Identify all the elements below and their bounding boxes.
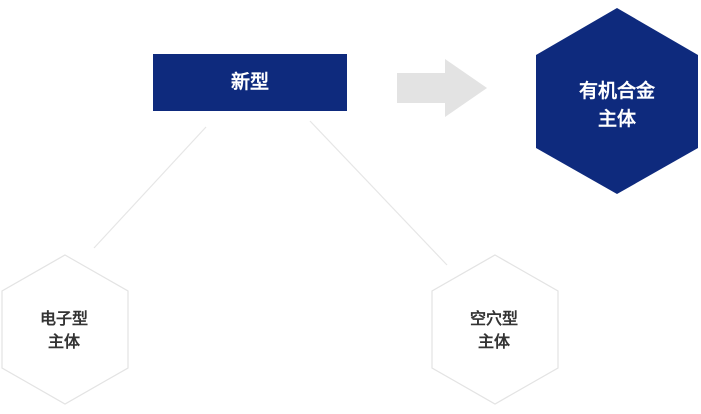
top-box-text: 新型 <box>230 70 269 93</box>
top-box-label: 新型 <box>153 54 347 111</box>
result-hexagon-label: 有机合金 主体 <box>545 66 689 146</box>
right-hexagon-line2: 主体 <box>477 332 510 351</box>
arrow-right-icon <box>397 59 487 117</box>
right-hexagon-label: 空穴型 主体 <box>434 300 554 360</box>
right-hexagon-line1: 空穴型 <box>469 308 518 328</box>
left-hexagon-label: 电子型 主体 <box>4 300 124 360</box>
top-box <box>153 54 347 111</box>
result-hexagon-line1: 有机合金 <box>578 80 655 103</box>
left-hexagon-line1: 电子型 <box>39 308 88 328</box>
result-hexagon <box>536 8 698 194</box>
left-hexagon <box>1 254 129 405</box>
left-hexagon-line2: 主体 <box>47 332 80 351</box>
connector-left <box>93 126 207 249</box>
right-hexagon <box>431 254 559 405</box>
connector-right <box>309 120 448 266</box>
result-hexagon-line2: 主体 <box>597 108 636 130</box>
